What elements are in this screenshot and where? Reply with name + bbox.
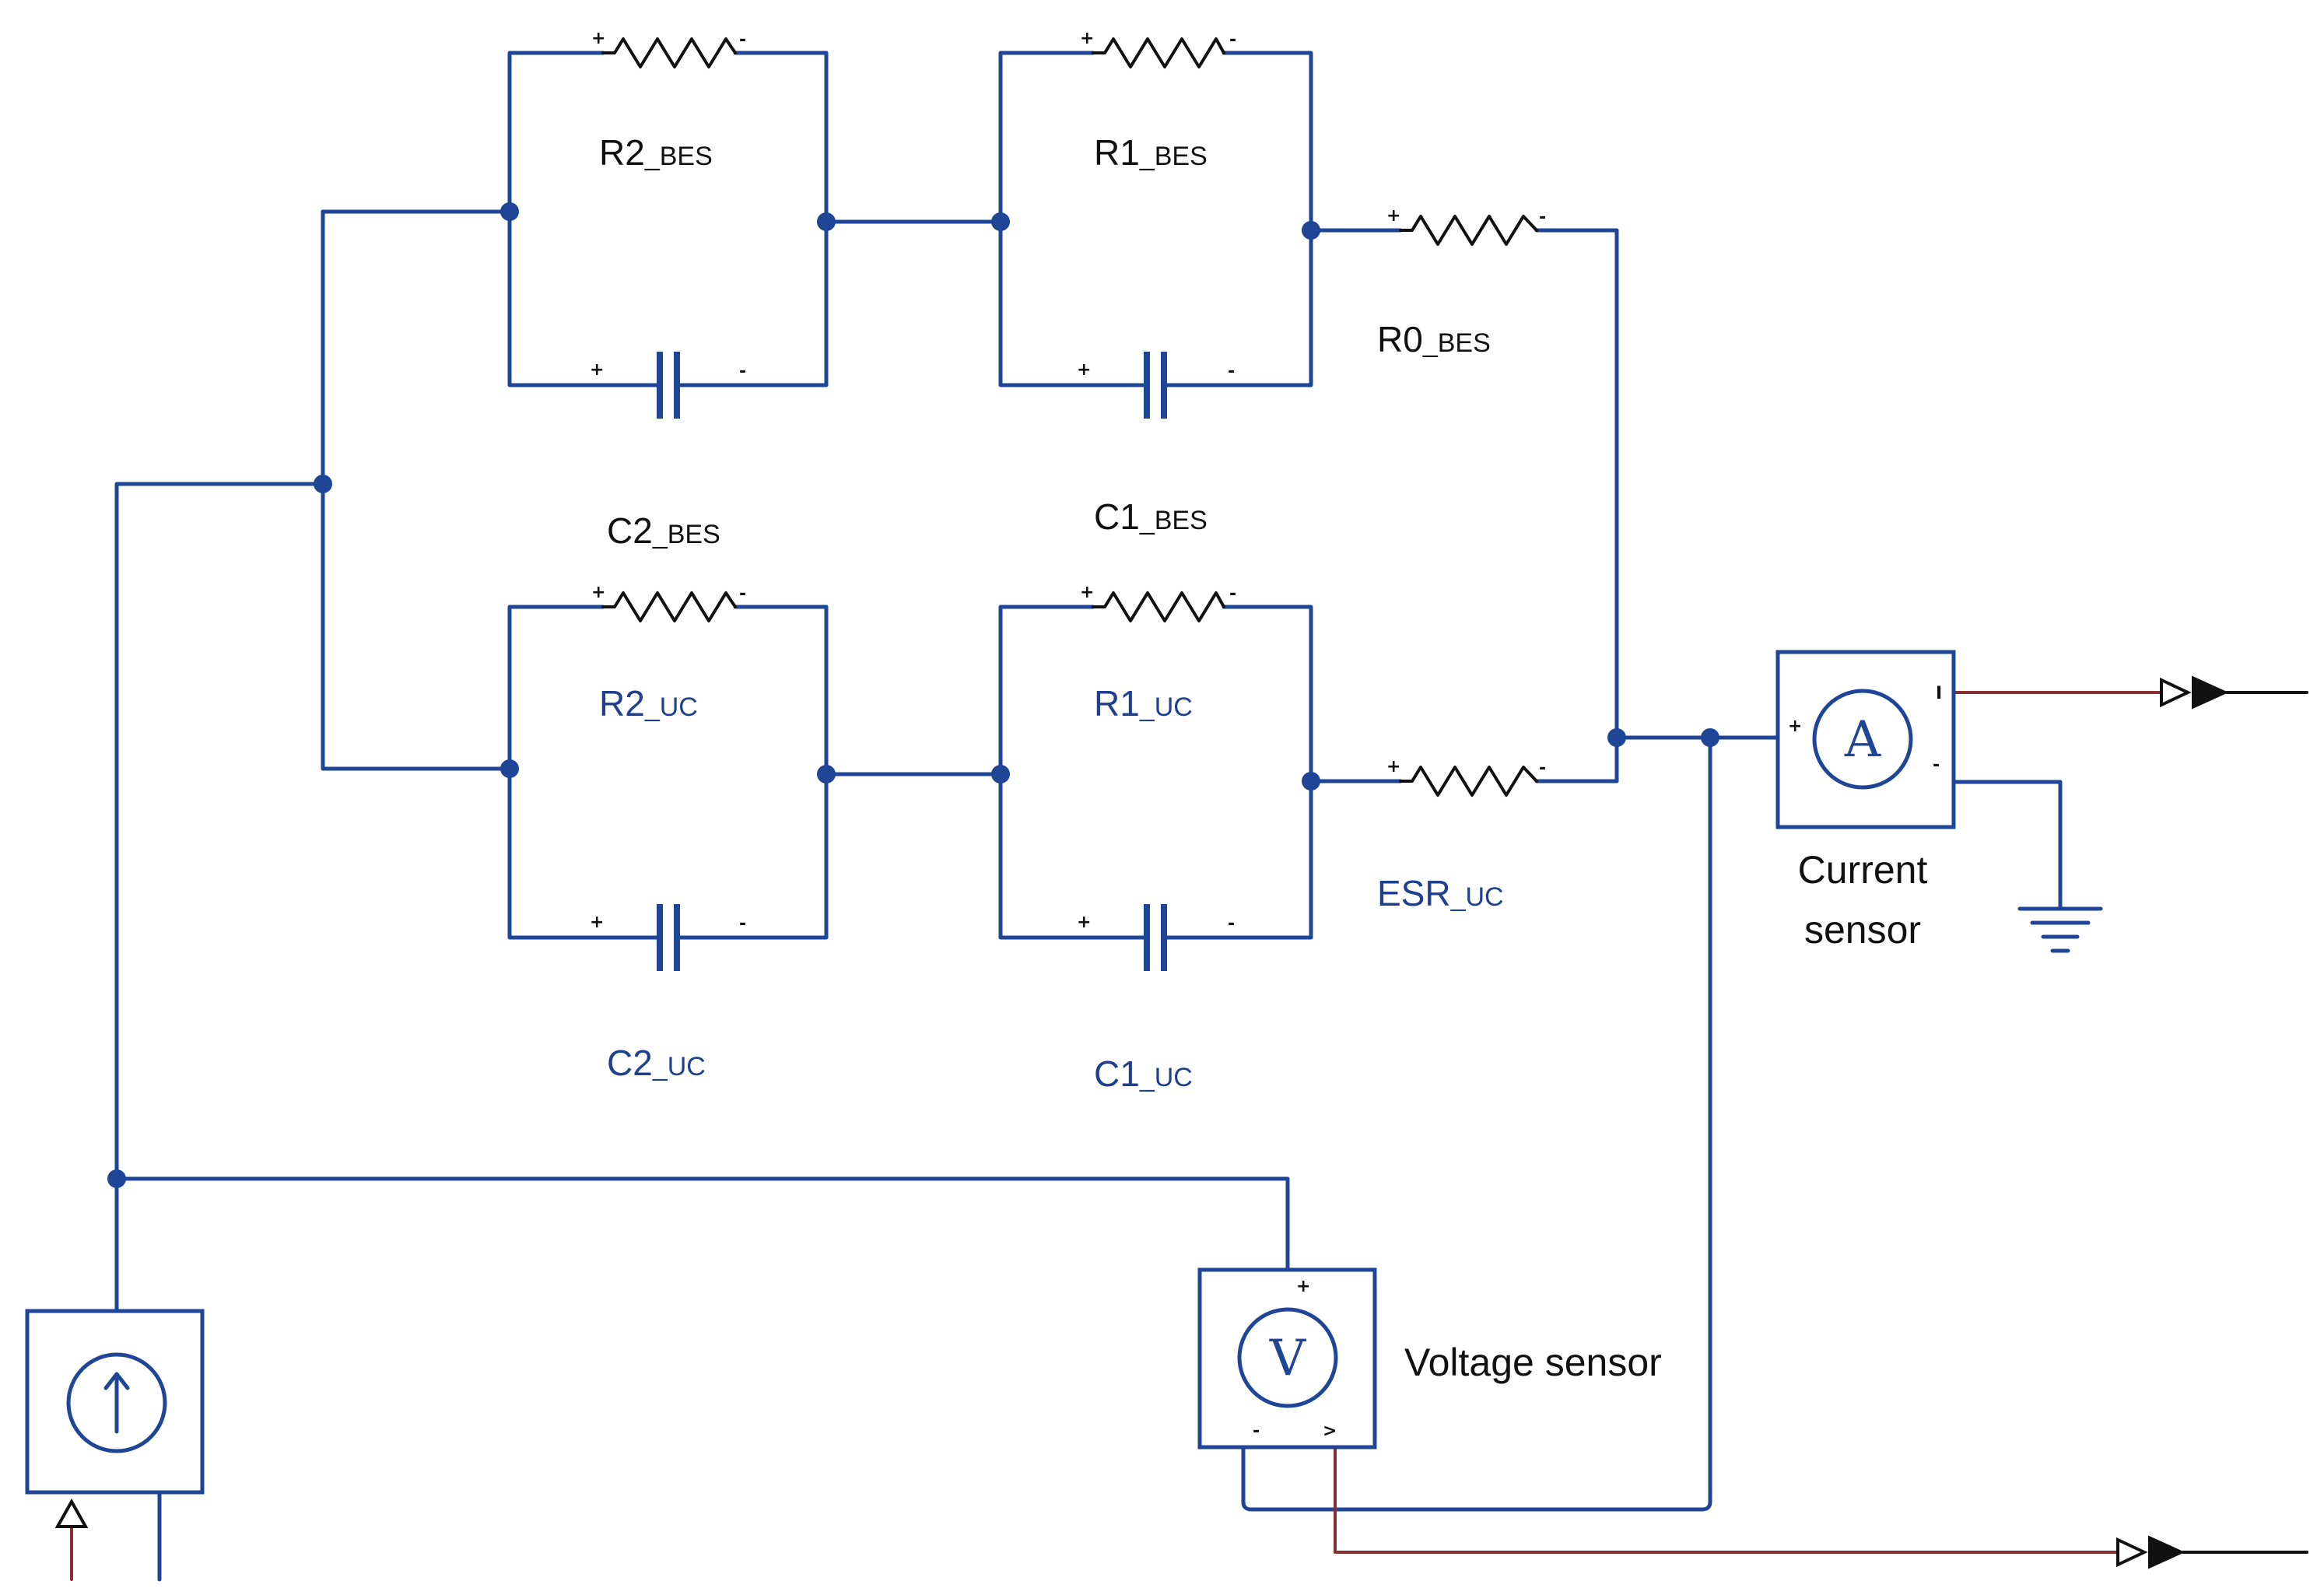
current-source[interactable] <box>25 1309 205 1495</box>
voltage-sensor-label: Voltage sensor <box>1404 1341 1662 1384</box>
resistor-r1-uc <box>1092 591 1225 622</box>
svg-text:-: - <box>1253 1421 1260 1441</box>
svg-text:-: - <box>1539 759 1546 778</box>
label-c2-bes: C2_BES <box>607 510 720 551</box>
svg-text:-: - <box>1539 208 1546 227</box>
label-r1-bes: R1_BES <box>1094 132 1208 173</box>
svg-text:+: + <box>1296 1277 1310 1296</box>
svg-text:+: + <box>1080 583 1094 602</box>
label-r1-uc: R1_UC <box>1094 683 1193 724</box>
svg-text:>: > <box>1323 1421 1337 1441</box>
label-c1-uc: C1_UC <box>1094 1053 1193 1094</box>
svg-text:-: - <box>1229 30 1236 50</box>
label-esr-uc: ESR_UC <box>1377 873 1504 913</box>
svg-text:I: I <box>1936 684 1942 703</box>
capacitor-c1-bes <box>1144 352 1167 419</box>
voltage-sensor[interactable]: V + - > Voltage sensor <box>1197 1267 1662 1450</box>
capacitor-c2-uc <box>657 904 680 971</box>
signal-port-icon <box>2116 1535 2308 1569</box>
svg-text:-: - <box>1228 914 1235 934</box>
resistors <box>601 37 1538 797</box>
resistor-r1-bes <box>1092 37 1225 68</box>
svg-text:-: - <box>739 30 746 50</box>
capacitors <box>657 352 1167 971</box>
resistor-r2-bes <box>601 37 737 68</box>
svg-text:+: + <box>1788 717 1802 736</box>
svg-text:+: + <box>1077 360 1091 380</box>
svg-text:+: + <box>1080 29 1094 48</box>
svg-text:+: + <box>591 583 605 602</box>
label-r2-uc: R2_UC <box>599 683 698 724</box>
signal-input-port-icon <box>54 1498 89 1528</box>
svg-text:+: + <box>591 29 605 48</box>
signal-port-icon <box>2160 675 2308 710</box>
current-source-arrow-up-icon <box>103 1372 130 1434</box>
svg-text:-: - <box>1933 755 1940 775</box>
svg-text:-: - <box>1229 584 1236 604</box>
junction-nodes <box>107 202 1719 1188</box>
svg-text:-: - <box>739 584 746 604</box>
ammeter-symbol: A <box>1844 711 1881 769</box>
svg-text:+: + <box>1077 913 1091 932</box>
svg-text:+: + <box>590 360 604 380</box>
svg-text:+: + <box>1386 206 1400 226</box>
svg-text:+: + <box>590 913 604 932</box>
capacitor-c1-uc <box>1144 904 1167 971</box>
resistor-r0-bes <box>1399 215 1538 246</box>
polarity-marks: + - + - + - + - + - + - + - + - + - + - <box>590 29 1546 934</box>
component-labels: R2_BES R1_BES R0_BES C2_BES C1_BES R2_UC… <box>599 132 1504 1094</box>
voltmeter-symbol: V <box>1269 1330 1307 1387</box>
current-sensor-label-line1: Current <box>1798 848 1928 892</box>
resistor-r2-uc <box>601 591 737 622</box>
resistor-esr-uc <box>1399 766 1538 797</box>
signal-lines <box>70 691 2161 1581</box>
svg-text:-: - <box>739 362 746 381</box>
current-sensor-label-line2: sensor <box>1804 908 1921 952</box>
current-sensor[interactable]: A + - I Current sensor <box>1775 650 1956 952</box>
label-r0-bes: R0_BES <box>1377 319 1491 359</box>
wires <box>114 51 2063 1582</box>
svg-text:+: + <box>1386 757 1400 776</box>
capacitor-c2-bes <box>657 352 680 419</box>
label-r2-bes: R2_BES <box>599 132 713 173</box>
ground-icon <box>2017 906 2103 953</box>
svg-text:-: - <box>739 914 746 934</box>
label-c2-uc: C2_UC <box>607 1043 706 1083</box>
svg-text:-: - <box>1228 362 1235 381</box>
label-c1-bes: C1_BES <box>1094 496 1208 537</box>
